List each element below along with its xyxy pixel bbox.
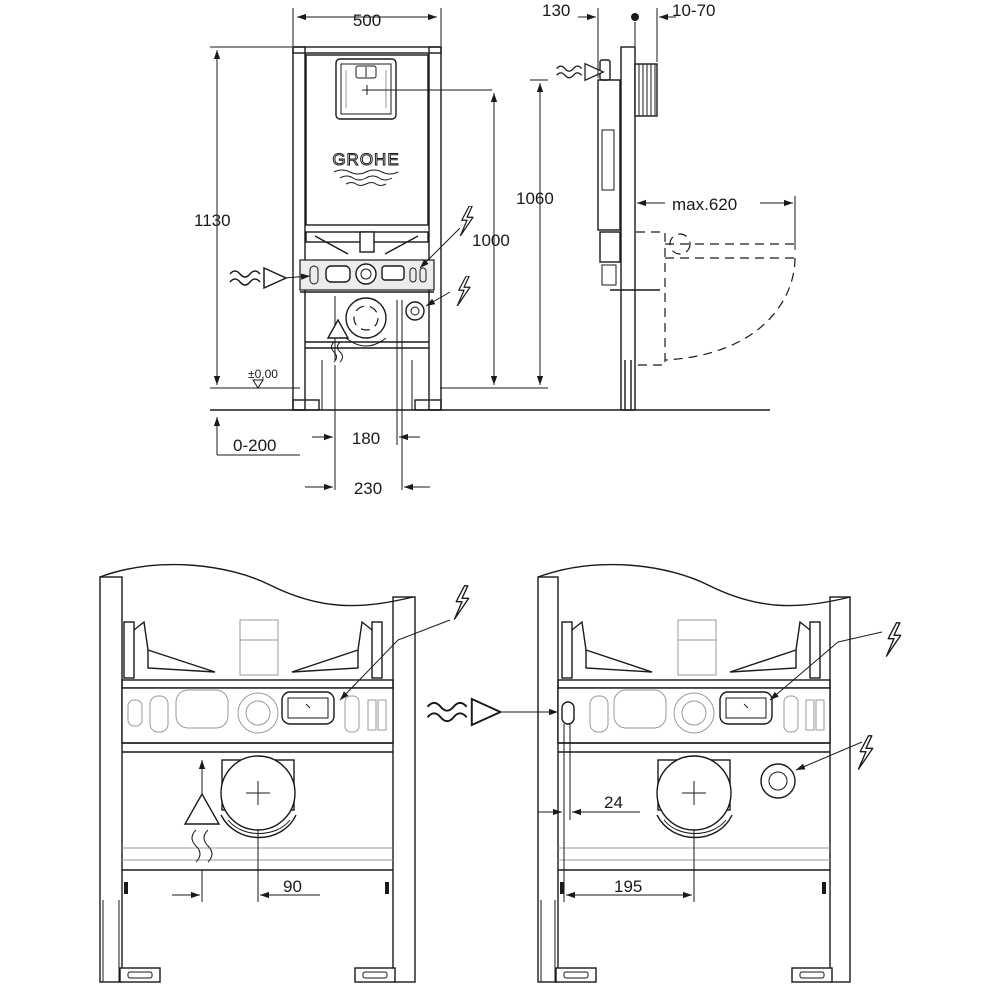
svg-text:0-200: 0-200 [233,436,276,455]
dimension-230: 230 [305,300,430,498]
svg-text:1130: 1130 [194,211,231,230]
dimension-10-70: 10-70 [631,1,715,62]
water-inlet-icon-side [556,63,604,81]
dimension-500: 500 [292,8,442,46]
power-icon-detail-left [453,585,470,620]
dimension-0-200: 0-200 [213,417,300,456]
power-icon-detail-right-2 [857,735,874,770]
svg-text:1060: 1060 [516,189,554,208]
svg-text:10-70: 10-70 [672,1,715,20]
front-view: GROHE [283,46,492,411]
flush-plate [335,58,397,120]
dimension-1130: 1130 [194,46,292,385]
svg-text:max.620: max.620 [672,195,737,214]
dimension-180: 180 [312,300,420,490]
svg-text:24: 24 [604,793,623,812]
dimension-195: 195 [566,830,695,902]
power-icon-detail-right [885,622,902,657]
dimension-max-620: max.620 [637,195,796,250]
water-inlet-icon [326,318,350,363]
detail-view-right [500,563,883,983]
svg-text:230: 230 [354,479,382,498]
svg-text:195: 195 [614,877,642,896]
detail-view-left [99,563,451,983]
dimension-90: 90 [172,830,320,902]
svg-text:500: 500 [353,11,381,30]
floor-level-label: ±0,00 [248,367,278,381]
svg-text:90: 90 [283,877,302,896]
dimension-1000: 1000 [440,93,510,389]
svg-text:180: 180 [352,429,380,448]
dimension-130: 130 [542,1,599,78]
dimension-1060: 1060 [500,79,554,389]
svg-text:130: 130 [542,1,570,20]
power-icon-2 [456,276,471,306]
floor-level-icon [252,379,264,389]
water-inlet-icon-detail [426,698,502,726]
brand-logo: GROHE [332,150,399,169]
side-view [597,46,796,411]
water-supply-icon [229,267,287,289]
dimension-24: 24 [538,724,640,902]
svg-text:1000: 1000 [472,231,510,250]
